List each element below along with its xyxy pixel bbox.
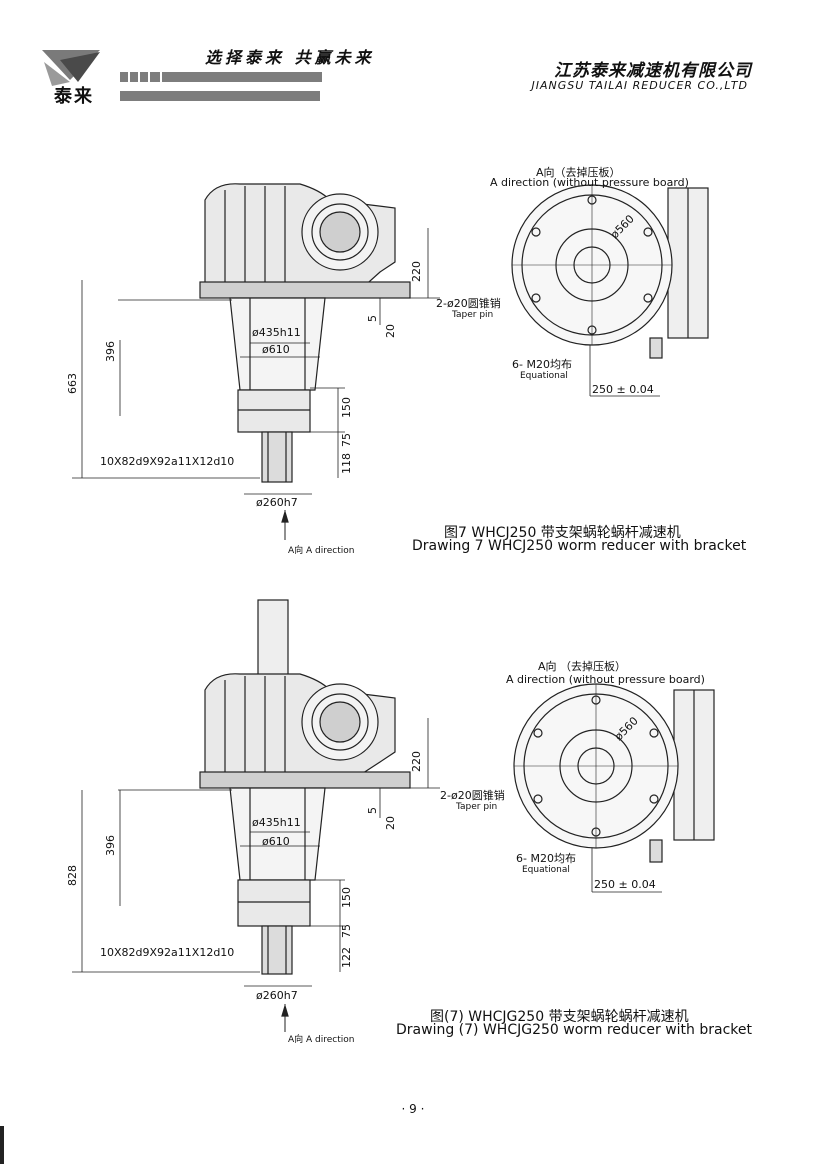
brand-name: 泰来 — [54, 86, 94, 107]
bolt-spec-cn-1: 6- M20均布 — [512, 358, 572, 371]
dim-total-label-2: 828 — [66, 865, 79, 886]
dim-118-label-1: 118 — [340, 453, 353, 474]
dim-250-label-1: 250 ± 0.04 — [592, 383, 654, 396]
reducer-end-view-2 — [513, 683, 715, 893]
dim-5-label-1: 5 — [366, 315, 379, 322]
dim-75-label-1: 75 — [340, 433, 353, 447]
spline-spec-1: 10X82d9X92a11X12d10 — [100, 455, 235, 468]
bolt-spec-en-2: Equational — [522, 865, 570, 875]
spline-spec-2: 10X82d9X92a11X12d10 — [100, 946, 235, 959]
reducer-side-view-2 — [72, 599, 440, 1032]
diameter-260-label-1: ø260h7 — [256, 496, 298, 509]
taper-pin-cn-1: 2-ø20圆锥销 — [436, 297, 501, 310]
dim-20-label-1: 20 — [384, 324, 397, 338]
dim-5-label-2: 5 — [366, 807, 379, 814]
dim-396-label-1: 396 — [104, 341, 117, 362]
header-stripe — [120, 72, 520, 101]
bolt-spec-en-1: Equational — [520, 371, 568, 381]
diameter-260-label-2: ø260h7 — [256, 989, 298, 1002]
dim-396-label-2: 396 — [104, 835, 117, 856]
view-title-en-1: A direction (without pressure board) — [490, 176, 689, 189]
page-number: · 9 · — [401, 1102, 425, 1116]
a-direction-label-1: A向 A direction — [288, 546, 355, 556]
dim-250-label-2: 250 ± 0.04 — [594, 878, 656, 891]
company-name-cn: 江苏泰来减速机有限公司 — [554, 61, 752, 81]
dim-122-label-2: 122 — [340, 947, 353, 968]
company-name-en: JIANGSU TAILAI REDUCER CO.,LTD — [531, 79, 748, 92]
reducer-side-view-1 — [72, 183, 440, 540]
dim-20-label-2: 20 — [384, 816, 397, 830]
caption-en-2: Drawing (7) WHCJG250 worm reducer with b… — [396, 1022, 752, 1038]
diameter-610-label-2: ø610 — [262, 835, 290, 848]
a-direction-label-2: A向 A direction — [288, 1035, 355, 1045]
taper-pin-cn-2: 2-ø20圆锥销 — [440, 789, 505, 802]
view-title-cn-1: A向（去掉压板） — [536, 166, 621, 179]
caption-cn-1: 图7 WHCJ250 带支架蜗轮蜗杆减速机 — [444, 525, 681, 541]
taper-pin-en-1: Taper pin — [452, 310, 494, 320]
header-slogan: 选择泰来 共赢未来 — [205, 48, 375, 67]
dim-total-label-1: 663 — [66, 373, 79, 394]
caption-en-1: Drawing 7 WHCJ250 worm reducer with brac… — [412, 538, 747, 554]
diameter-435-label-2: ø435h11 — [252, 816, 301, 829]
dim-75-label-2: 75 — [340, 924, 353, 938]
view-title-en-2: A direction (without pressure board) — [506, 673, 705, 686]
dim-150-label-1: 150 — [340, 397, 353, 418]
taper-pin-en-2: Taper pin — [456, 802, 498, 812]
binding-edge-mark — [0, 1126, 4, 1164]
diameter-435-label-1: ø435h11 — [252, 326, 301, 339]
view-title-cn-2: A向 （去掉压板） — [538, 660, 627, 673]
dim-220-label-1: 220 — [410, 261, 423, 282]
caption-cn-2: 图(7) WHCJG250 带支架蜗轮蜗杆减速机 — [430, 1009, 689, 1025]
reducer-end-view-1 — [511, 184, 709, 397]
diameter-610-label-1: ø610 — [262, 343, 290, 356]
dim-220-label-2: 220 — [410, 751, 423, 772]
dim-150-label-2: 150 — [340, 887, 353, 908]
bolt-spec-cn-2: 6- M20均布 — [516, 852, 576, 865]
